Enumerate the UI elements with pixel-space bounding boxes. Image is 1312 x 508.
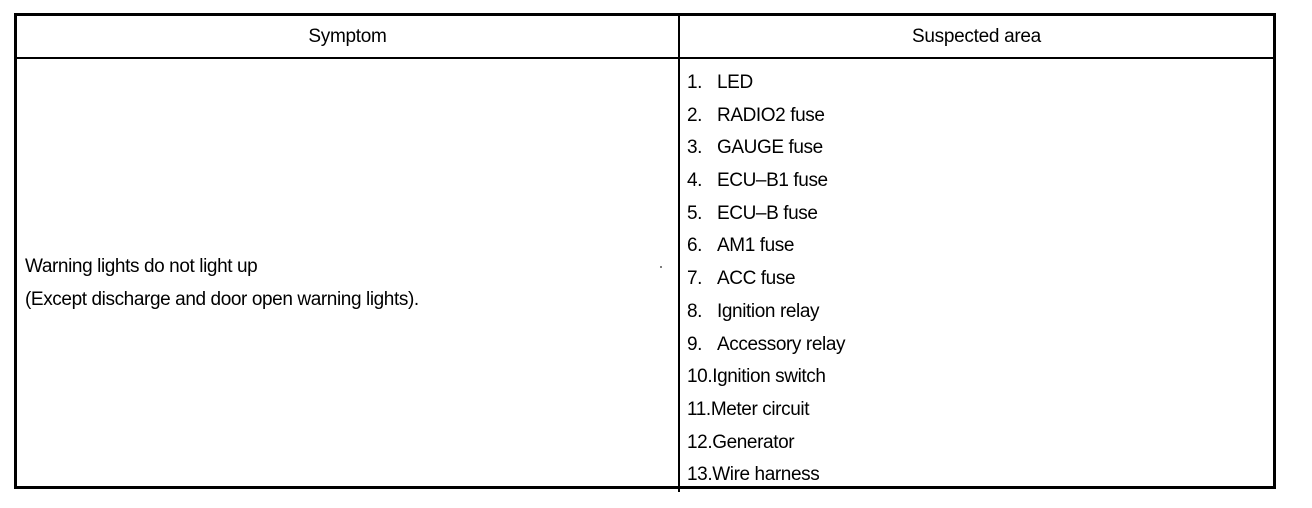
suspected-area-text: Meter circuit	[710, 398, 810, 420]
suspected-area-cell: 1. LED 2. RADIO2 fuse 3. GAUGE fuse 4. ECU–B1 f…	[680, 59, 1273, 492]
suspected-area-number: 7.	[687, 268, 703, 290]
suspected-area-number: 2.	[687, 104, 703, 126]
troubleshooting-table: Symptom Suspected area Warning lights do…	[14, 13, 1276, 492]
header-symptom: Symptom	[17, 16, 680, 59]
suspected-area-number: 9.	[687, 333, 703, 355]
suspected-area-item: 6. AM1 fuse	[687, 230, 1273, 263]
suspected-area-number: 12.	[687, 431, 713, 453]
suspected-area-text: ECU–B fuse	[717, 202, 818, 224]
suspected-area-text: Accessory relay	[717, 333, 846, 355]
suspected-area-number: 13.	[687, 464, 713, 486]
suspected-area-text: AM1 fuse	[717, 235, 795, 257]
suspected-area-number: 5.	[687, 202, 703, 224]
suspected-area-text: ACC fuse	[717, 268, 796, 290]
suspected-area-number: 6.	[687, 235, 703, 257]
symptom-description: Warning lights do not light up (Except d…	[25, 250, 419, 316]
symptom-line-1: Warning lights do not light up	[25, 256, 258, 278]
suspected-area-list: 1. LED 2. RADIO2 fuse 3. GAUGE fuse 4. ECU–B1 f…	[687, 67, 1273, 492]
scan-speck	[660, 266, 662, 268]
suspected-area-item: 12.Generator	[687, 427, 1273, 460]
header-suspected-area: Suspected area	[680, 16, 1273, 59]
suspected-area-number: 11.	[687, 398, 711, 420]
suspected-area-item: 10.Ignition switch	[687, 361, 1273, 394]
suspected-area-item: 7. ACC fuse	[687, 263, 1273, 296]
suspected-area-item: 2. RADIO2 fuse	[687, 100, 1273, 133]
suspected-area-number: 4.	[687, 170, 703, 192]
suspected-area-text: Wire harness	[712, 464, 820, 486]
suspected-area-item: 4. ECU–B1 fuse	[687, 165, 1273, 198]
suspected-area-item: 1. LED	[687, 67, 1273, 100]
suspected-area-number: 1.	[687, 72, 703, 93]
suspected-area-text: Ignition switch	[712, 366, 826, 388]
suspected-area-item: 5. ECU–B fuse	[687, 198, 1273, 231]
suspected-area-text: GAUGE fuse	[717, 137, 823, 159]
suspected-area-text: ECU–B1 fuse	[717, 170, 828, 192]
suspected-area-text: LED	[717, 72, 753, 93]
suspected-area-text: RADIO2 fuse	[717, 104, 825, 126]
suspected-area-item: 9. Accessory relay	[687, 329, 1273, 362]
suspected-area-number: 3.	[687, 137, 703, 159]
symptom-cell: Warning lights do not light up (Except d…	[17, 59, 680, 492]
suspected-area-item: 8. Ignition relay	[687, 296, 1273, 329]
suspected-area-item: 11.Meter circuit	[687, 394, 1273, 427]
suspected-area-item: 3. GAUGE fuse	[687, 132, 1273, 165]
suspected-area-number: 10.	[687, 366, 713, 388]
suspected-area-text: Ignition relay	[717, 300, 820, 322]
suspected-area-number: 8.	[687, 300, 703, 322]
suspected-area-text: Generator	[712, 431, 795, 453]
suspected-area-item: 13.Wire harness	[687, 459, 1273, 492]
symptom-line-2: (Except discharge and door open warning …	[25, 289, 419, 311]
